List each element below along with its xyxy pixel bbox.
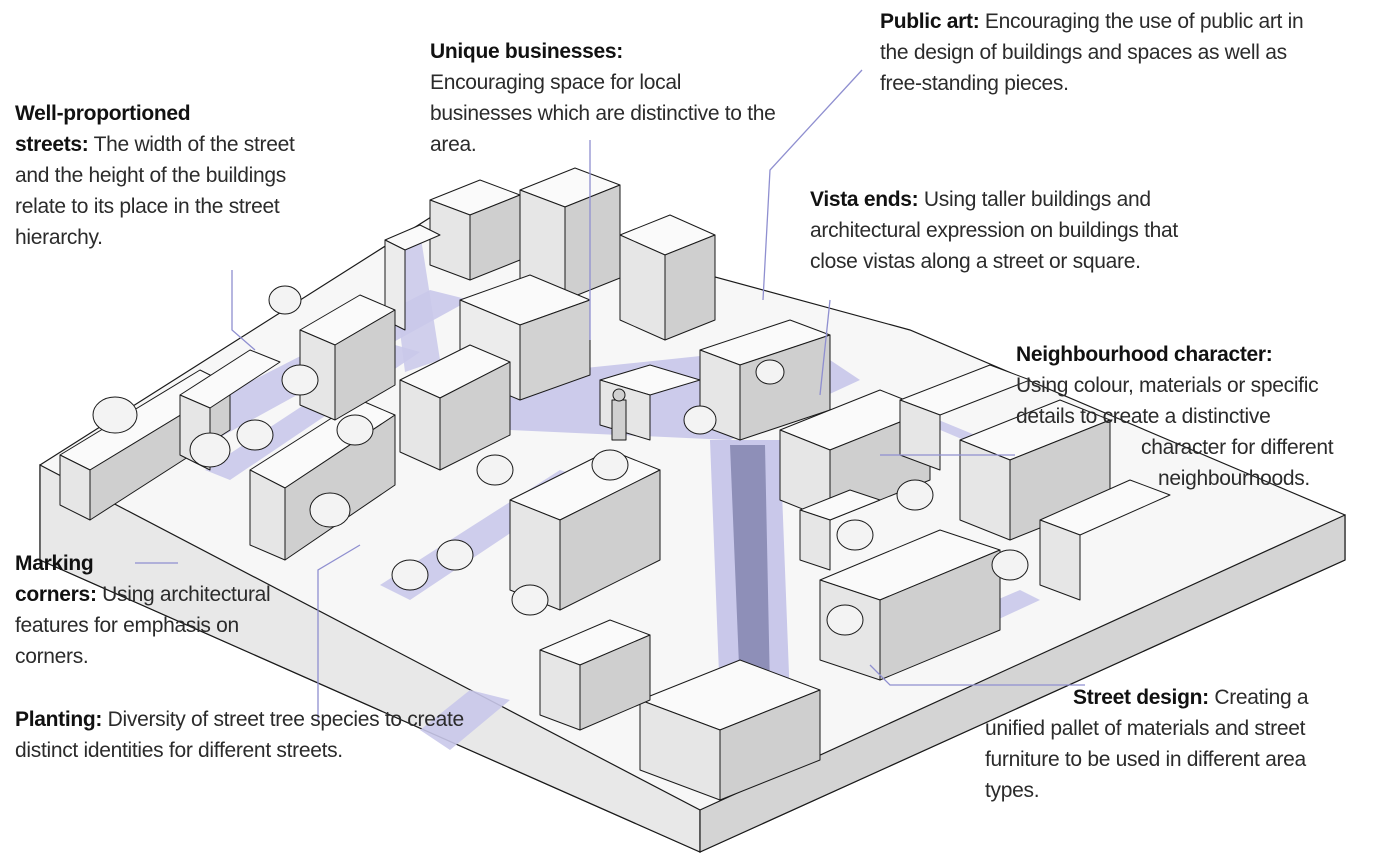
note-title: Public art: xyxy=(880,10,980,33)
note-vista-ends: Vista ends: Using taller buildings and a… xyxy=(810,184,1210,277)
note-body: Using taller buildings and architectural… xyxy=(810,188,1178,273)
note-marking-corners: Marking corners: Using architectural fea… xyxy=(15,548,280,672)
building-blocks xyxy=(59,167,1171,801)
street-trees xyxy=(92,285,1029,636)
note-title: Planting: xyxy=(15,708,103,731)
leader-lines xyxy=(135,69,1085,720)
note-title: Unique businesses: xyxy=(430,40,623,63)
note-neighbourhood-character: Neighbourhood character: Using colour, m… xyxy=(1000,339,1380,494)
note-title-line1: Well-proportioned xyxy=(15,102,191,125)
note-title-line2: corners: xyxy=(15,583,97,606)
note-body-line2: details to create a distinctive xyxy=(1016,405,1271,428)
note-body-line1: Using colour, materials or specific xyxy=(1016,374,1319,397)
note-planting: Planting: Diversity of street tree speci… xyxy=(15,704,485,766)
note-body: Using architectural features for emphasi… xyxy=(15,583,271,668)
note-unique-businesses: Unique businesses: Encouraging space for… xyxy=(430,36,785,160)
note-public-art: Public art: Encouraging the use of publi… xyxy=(880,6,1305,99)
note-body: Encouraging the use of public art in the… xyxy=(880,10,1304,95)
note-body: Creating a unified pallet of materials a… xyxy=(985,686,1309,802)
note-title-line2: streets: xyxy=(15,133,89,156)
note-body-line3: character for different xyxy=(1141,436,1334,459)
note-title: Vista ends: xyxy=(810,188,919,211)
note-body: The width of the street and the height o… xyxy=(15,133,295,249)
note-title: Neighbourhood character: xyxy=(1016,343,1273,366)
note-title-line1: Marking xyxy=(15,552,94,575)
note-body-line4: neighbourhoods. xyxy=(1158,467,1310,490)
note-body: Diversity of street tree species to crea… xyxy=(15,708,464,762)
note-street-design: Street design: Creating a unified pallet… xyxy=(985,682,1315,806)
note-body: Encouraging space for local businesses w… xyxy=(430,71,776,156)
note-well-proportioned-streets: Well-proportioned streets: The width of … xyxy=(15,98,325,253)
note-title: Street design: xyxy=(1073,686,1209,709)
